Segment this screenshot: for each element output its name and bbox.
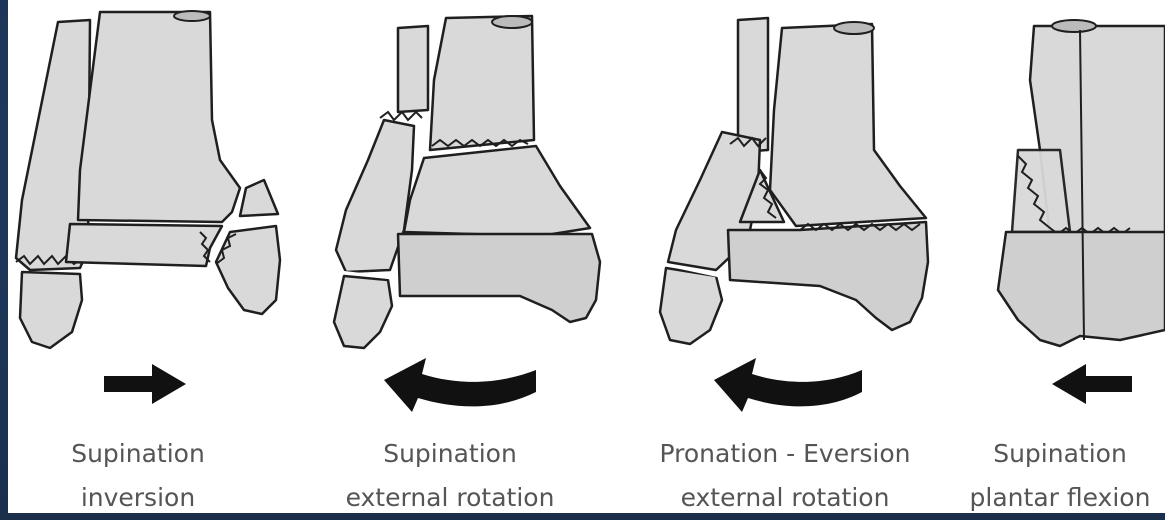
panel-supination-plantar-flexion (998, 20, 1165, 404)
curved-left-arrow-icon (714, 358, 862, 412)
caption-line-2: external rotation (320, 476, 580, 520)
curved-left-arrow-icon (384, 358, 536, 412)
tibia-fibula-bone (998, 20, 1165, 346)
caption-supination-plantar-flexion: Supination plantar flexion (955, 432, 1165, 520)
panel-supination-inversion (16, 11, 280, 404)
caption-line-1: Supination (955, 432, 1165, 476)
panel-pronation-eversion-external-rotation (660, 18, 928, 412)
fibula-bone (660, 18, 768, 344)
caption-supination-external-rotation: Supination external rotation (320, 432, 580, 520)
caption-line-2: inversion (28, 476, 248, 520)
tibia-bone (66, 11, 240, 266)
left-arrow-icon (1052, 364, 1132, 404)
caption-line-1: Supination (28, 432, 248, 476)
caption-pronation-eversion-external-rotation: Pronation - Eversion external rotation (630, 432, 940, 520)
panel-supination-external-rotation (334, 16, 600, 412)
caption-line-2: external rotation (630, 476, 940, 520)
caption-line-1: Supination (320, 432, 580, 476)
right-arrow-icon (104, 364, 186, 404)
caption-supination-inversion: Supination inversion (28, 432, 248, 520)
caption-line-1: Pronation - Eversion (630, 432, 940, 476)
caption-line-2: plantar flexion (955, 476, 1165, 520)
